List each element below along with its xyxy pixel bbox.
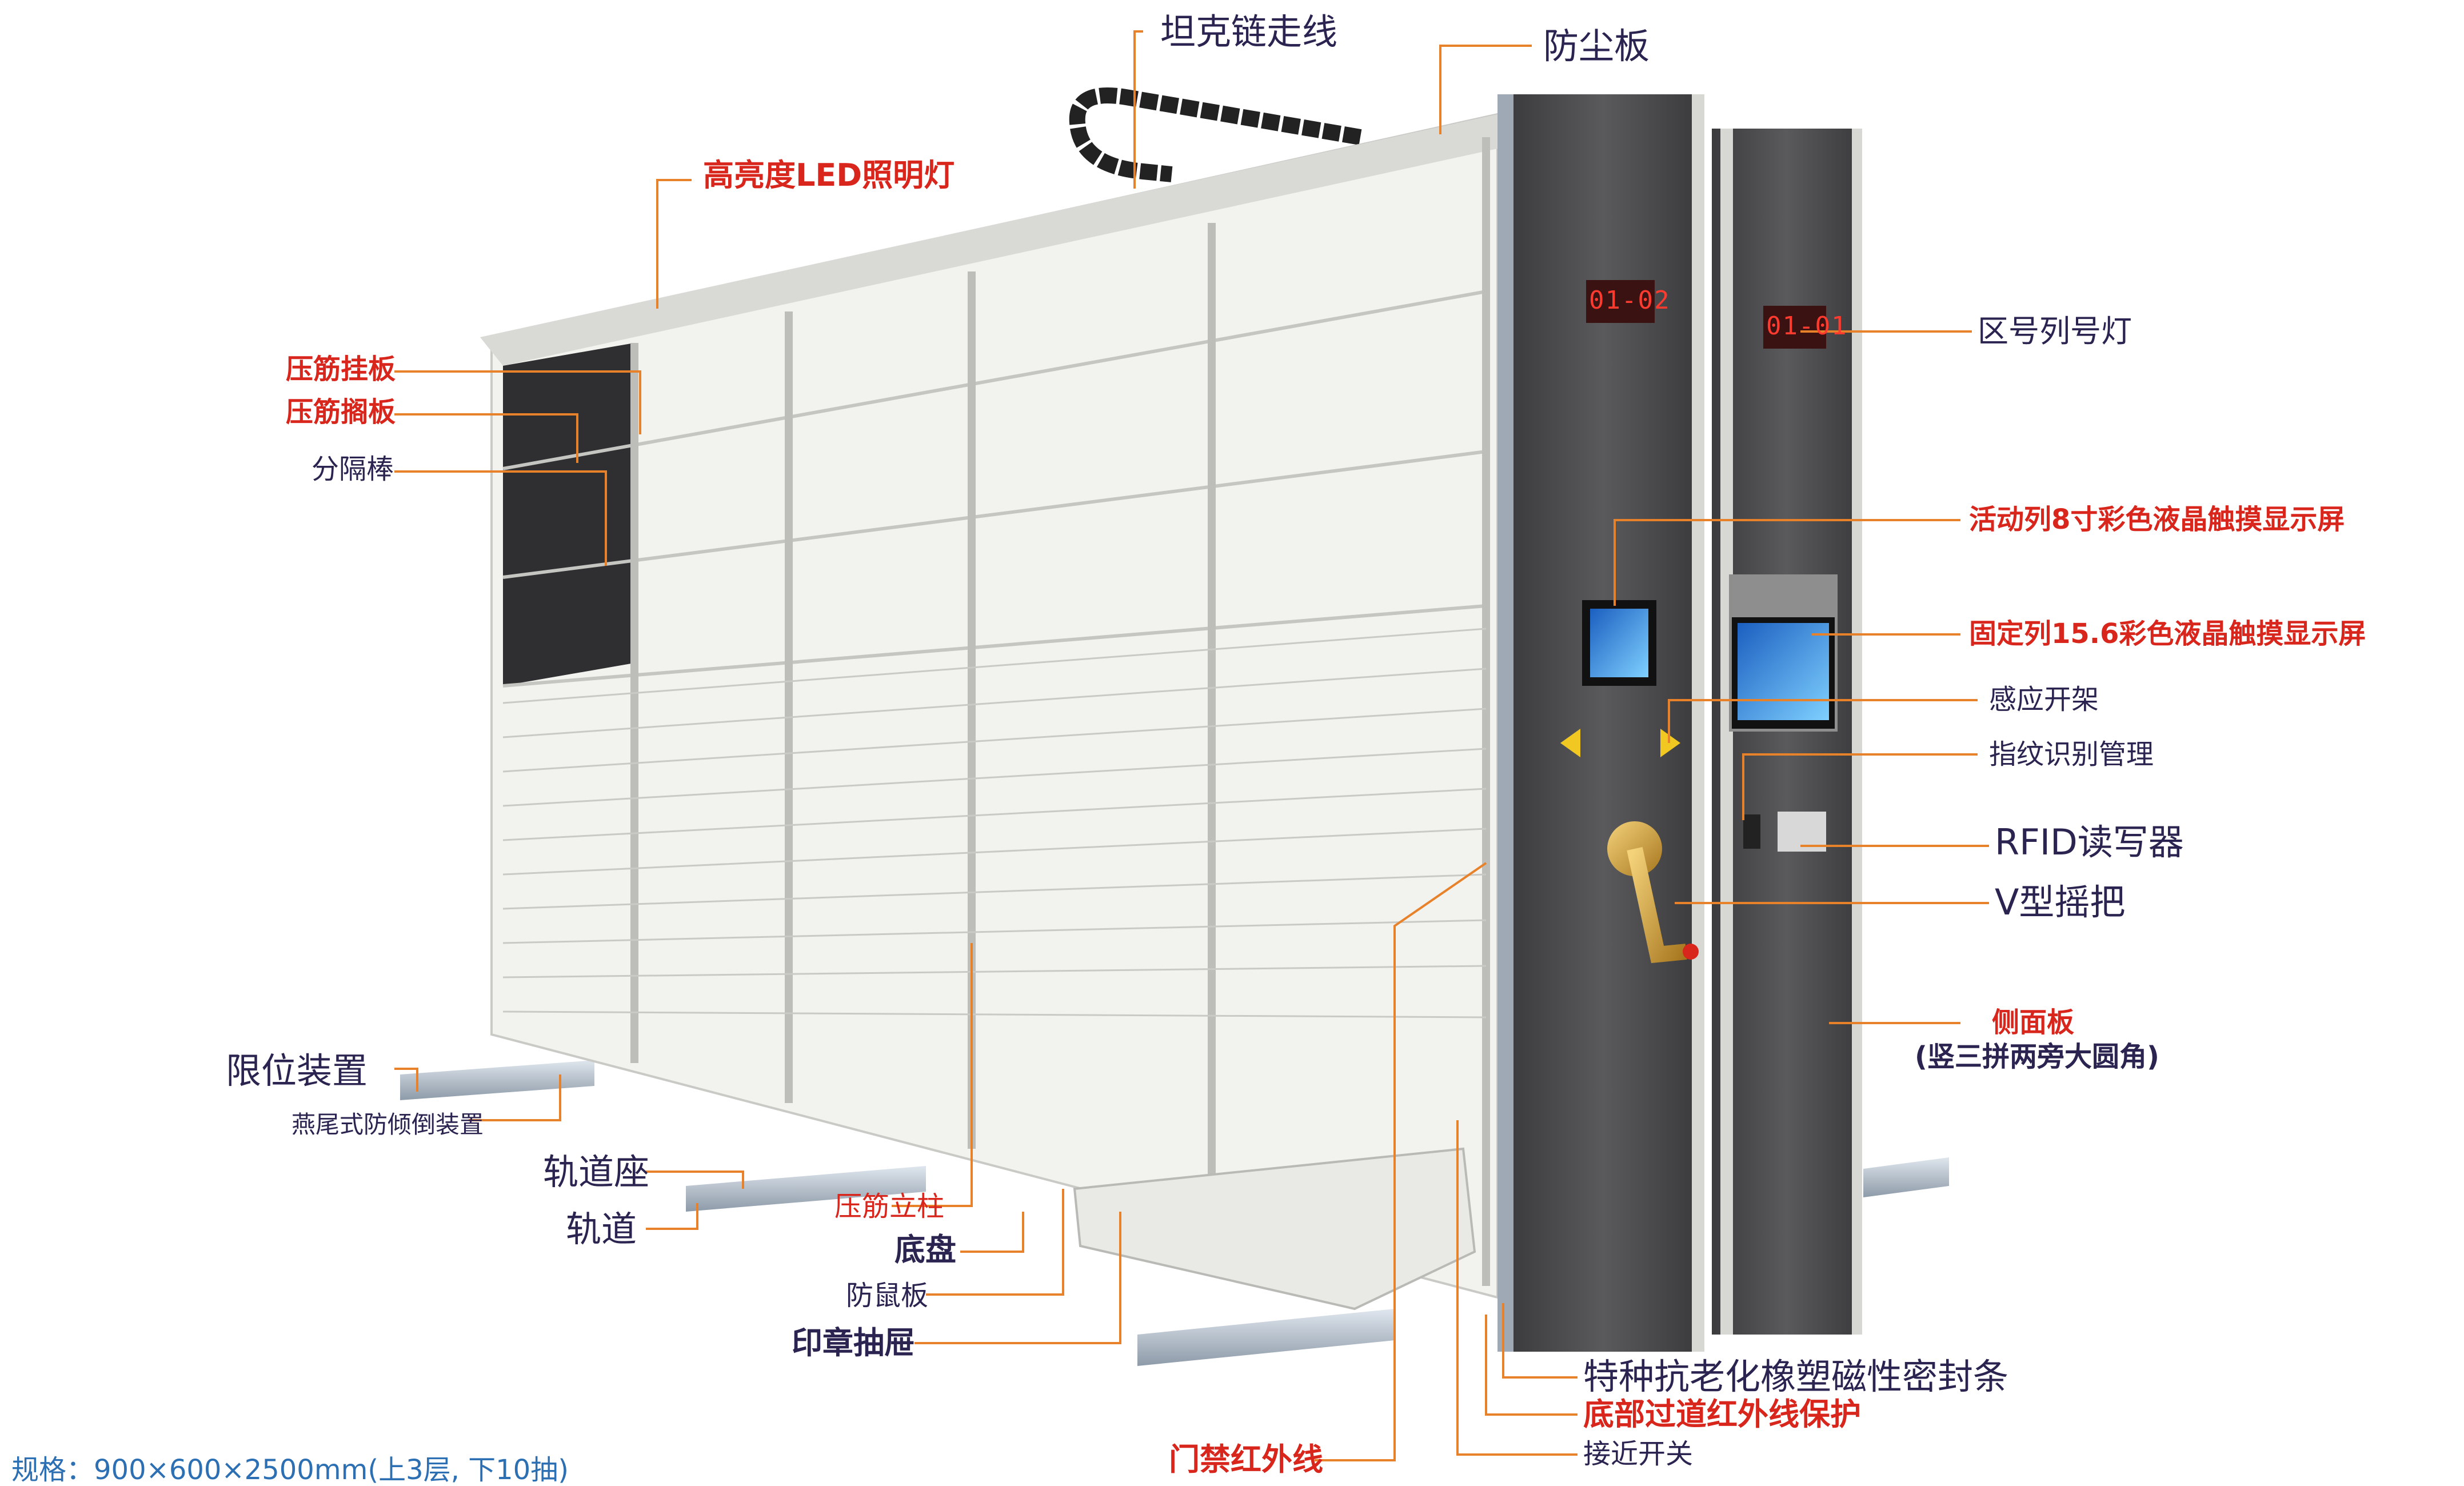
label-v-handle: V型摇把 <box>1995 881 2126 923</box>
rail <box>1137 1309 1395 1366</box>
label-hanging-board: 压筋挂板 <box>286 353 396 385</box>
label-door-ir: 门禁红外线 <box>1169 1441 1323 1477</box>
label-fingerprint: 指纹识别管理 <box>1989 738 2154 770</box>
leader-lines <box>394 30 1989 1461</box>
label-divider-rod: 分隔棒 <box>312 453 394 485</box>
seal-drawer <box>1073 1147 1476 1311</box>
label-limit-device: 限位装置 <box>226 1050 368 1092</box>
rails <box>400 1060 1949 1366</box>
label-shelf-board: 压筋搁板 <box>286 396 396 428</box>
label-seal-drawer: 印章抽屉 <box>792 1325 915 1361</box>
fingerprint-icon <box>1743 814 1760 849</box>
label-rail-seat: 轨道座 <box>543 1151 650 1193</box>
zone-column-light-fixed <box>1763 306 1826 349</box>
label-sensor-open: 感应开架 <box>1989 684 2099 716</box>
label-rat-guard: 防鼠板 <box>846 1280 929 1312</box>
zone-column-code-mobile: 01-02 <box>1589 286 1671 315</box>
rail <box>686 1166 926 1212</box>
rail <box>400 1060 594 1100</box>
label-chassis: 底盘 <box>894 1232 956 1268</box>
shelves <box>502 290 1487 688</box>
label-zone-column-light: 区号列号灯 <box>1978 313 2132 349</box>
label-led-light: 高亮度LED照明灯 <box>703 157 955 193</box>
arrow-left-icon <box>1560 729 1580 757</box>
rail <box>1863 1157 1949 1197</box>
label-bottom-ir: 底部过道红外线保护 <box>1583 1396 1861 1432</box>
label-proximity-switch: 接近开关 <box>1583 1438 1694 1470</box>
label-mobile-screen: 活动列8寸彩色液晶触摸显示屏 <box>1969 504 2345 536</box>
tank-chain-icon <box>1069 87 1362 182</box>
label-side-panel-note: (竖三拼两旁大圆角) <box>1915 1041 2159 1073</box>
zone-column-code-fixed: 01-01 <box>1766 311 1848 341</box>
label-fixed-screen: 固定列15.6彩色液晶触摸显示屏 <box>1969 618 2366 650</box>
label-tank-chain: 坦克链走线 <box>1160 11 1338 53</box>
zone-column-light-mobile <box>1586 280 1655 323</box>
label-seal-strip: 特种抗老化橡塑磁性密封条 <box>1583 1356 2009 1397</box>
label-ribbed-column: 压筋立柱 <box>834 1191 945 1223</box>
label-side-panel: 侧面板 <box>1992 1006 2075 1038</box>
arrow-right-icon <box>1660 729 1680 757</box>
label-rfid: RFID读写器 <box>1995 821 2184 863</box>
drawer-fronts <box>502 628 1487 1018</box>
spec-text: 规格：900×600×2500mm(上3层, 下10抽) <box>11 1454 569 1486</box>
label-rail: 轨道 <box>566 1208 637 1250</box>
v-handle-icon <box>1607 821 1699 964</box>
touch-screen-icon <box>1582 600 1656 686</box>
touch-screen-icon <box>1729 574 1838 732</box>
label-dust-board: 防尘板 <box>1543 25 1650 67</box>
label-dovetail-anti-tip: 燕尾式防倾倒装置 <box>291 1110 484 1139</box>
mobile-cabinet-body <box>480 113 1499 1311</box>
